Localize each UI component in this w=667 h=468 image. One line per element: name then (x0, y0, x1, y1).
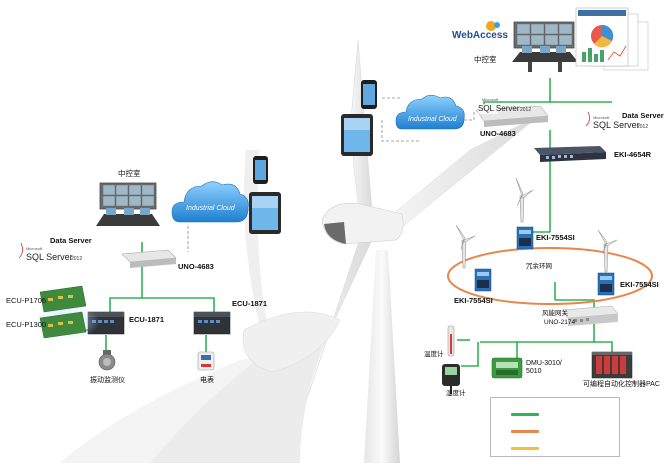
uno-4683-right-device (475, 104, 549, 127)
cloud-left-label: Industrial Cloud (186, 205, 236, 212)
thermometer-label: 温度计 (424, 351, 444, 358)
turbine-icon-left (455, 224, 476, 269)
gateway-line2-label: UNO-2174 (544, 319, 576, 326)
tablet-left (249, 192, 281, 234)
control-room-left-image (96, 182, 160, 226)
legend-line-serial (511, 447, 539, 450)
vibration-monitor-device (98, 350, 116, 371)
serial-lines (457, 339, 479, 367)
svg-text:Microsoft: Microsoft (482, 97, 499, 102)
vibration-monitor-label: 振动监测仪 (90, 377, 125, 384)
eki-7554si-left-device (474, 268, 492, 292)
hygrometer-label: 湿度计 (446, 390, 466, 397)
dmu-line1-label: DMU-3010/ (526, 360, 562, 367)
hygrometer-device (442, 364, 460, 394)
webaccess-logo-text: WebAccess (452, 30, 508, 41)
dmu-3010-device (491, 357, 523, 379)
uno-4683-right-label: UNO-4683 (480, 129, 516, 138)
svg-text:SQL Server: SQL Server (26, 252, 73, 262)
cloud-right-label: Industrial Cloud (408, 116, 458, 123)
card2-label: ECU-P1300 (6, 320, 47, 329)
sql-server-left-logo: Microsoft SQL Server 2012 (18, 242, 82, 262)
control-room-left-label: 中控室 (118, 169, 141, 178)
background-turbine-left (60, 150, 341, 463)
smartphone-left (253, 156, 268, 184)
uno-2174-gateway-device (561, 305, 619, 326)
ecu-1871-left-label: ECU-1871 (129, 315, 165, 324)
tablet-right (341, 114, 373, 156)
svg-text:SQL Server: SQL Server (478, 104, 520, 113)
dmu-line2-label: 5010 (526, 368, 542, 375)
background-turbine-center (299, 39, 541, 463)
turbine-icon-top (515, 177, 534, 223)
webaccess-logo: WebAccess (452, 21, 508, 41)
legend-box (490, 397, 620, 457)
legend-line-ring (511, 430, 539, 433)
gateway-line1-label: 风能网关 (542, 310, 568, 317)
data-server-left-label: Data Server (50, 236, 92, 245)
control-room-right-label: 中控室 (474, 55, 497, 64)
meter-label: 电表 (200, 377, 214, 384)
ecu-1871-right-label: ECU-1871 (232, 299, 268, 308)
eki-7554si-right-label: EKI-7554SI (620, 280, 659, 289)
sql-server-right-logo-b: Microsoft SQL Server 2012 (585, 111, 648, 130)
thermometer-device (447, 325, 455, 357)
svg-text:2012: 2012 (71, 256, 82, 262)
data-server-right-label: Data Server (622, 111, 664, 120)
industrial-cloud-right-icon: Industrial Cloud (395, 94, 465, 130)
eki-4654r-label: EKI-4654R (614, 150, 652, 159)
uno-4683-left-label: UNO-4683 (178, 262, 214, 271)
card1-label: ECU-P1706 (6, 296, 47, 305)
redundant-ring (447, 247, 653, 305)
legend-line-network (511, 413, 539, 416)
eki-4654r-switch (534, 146, 606, 162)
eki-7554si-left-label: EKI-7554SI (454, 296, 493, 305)
eki-7554si-top-device (516, 226, 534, 250)
svg-text:Microsoft: Microsoft (593, 115, 610, 120)
eki-7554si-top-label: EKI-7554SI (536, 233, 575, 242)
svg-text:2012: 2012 (520, 107, 531, 113)
smartphone-right (361, 80, 377, 109)
turbine-icon-right (597, 229, 618, 273)
power-meter-device (197, 351, 215, 371)
uno-4683-left-device (121, 249, 177, 268)
dashboard-screens-image (575, 7, 649, 71)
svg-text:Microsoft: Microsoft (26, 246, 43, 251)
redundant-ring-label: 冗余环网 (526, 263, 552, 270)
pac-controller-device (591, 351, 633, 379)
industrial-cloud-left-icon: Industrial Cloud (171, 181, 249, 223)
svg-text:2012: 2012 (637, 124, 648, 130)
ecu-1871-right-device (193, 311, 231, 335)
eki-7554si-right-device (597, 272, 615, 296)
expansion-cards-image (32, 285, 100, 340)
pac-label: 可编程自动化控制器PAC (583, 381, 660, 388)
sql-server-right-logo-a: Microsoft SQL Server 2012 (478, 97, 531, 113)
svg-text:SQL Server: SQL Server (593, 120, 640, 130)
control-room-right-image (512, 21, 578, 72)
